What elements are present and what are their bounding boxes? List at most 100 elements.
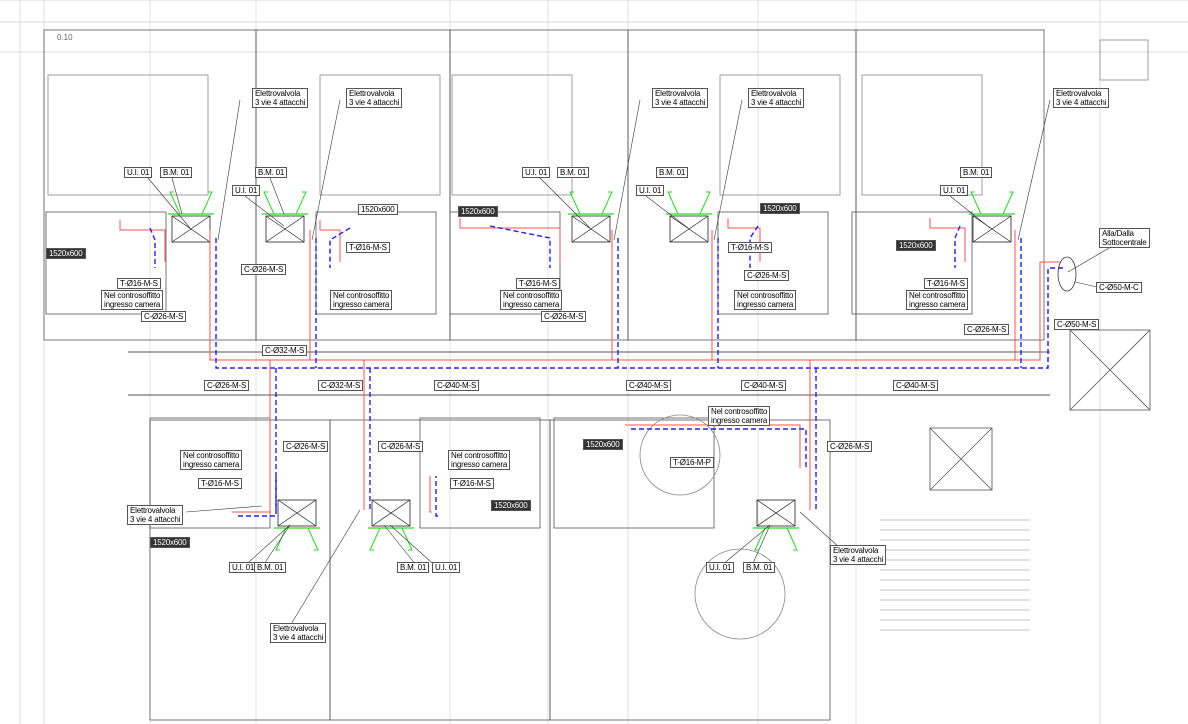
pipe-label: C-Ø26-M-S <box>204 380 250 391</box>
ceiling-note: Nel controsoffitto ingresso camera <box>906 290 969 310</box>
leader-line <box>311 99 341 241</box>
ceiling-note: Nel controsoffitto ingresso camera <box>101 290 164 310</box>
fan-coil-unit <box>669 215 709 243</box>
air-flow-arrow <box>369 527 381 551</box>
leader-line <box>269 177 285 215</box>
round-shower <box>639 414 721 496</box>
air-flow-arrow <box>307 527 319 551</box>
fan-coil-label: B.M. 01 <box>656 167 689 178</box>
leader-line <box>1017 99 1051 241</box>
radiator-branch <box>459 218 561 262</box>
air-flow-arrow <box>699 191 711 215</box>
pipe-label: C-Ø26-M-S <box>827 441 873 452</box>
valve-label: Elettrovalvola 3 vie 4 attacchi <box>830 545 887 565</box>
bed <box>451 74 573 196</box>
radiator-branch <box>119 220 166 262</box>
radiator-branch <box>429 476 432 513</box>
radiator-branch <box>319 220 341 262</box>
ceiling-note: Nel controsoffitto ingresso camera <box>330 290 393 310</box>
leader-line <box>949 195 991 229</box>
radiator-branch <box>727 218 761 262</box>
unit-x <box>669 215 709 243</box>
valve-label: Elettrovalvola 3 vie 4 attacchi <box>1053 88 1110 108</box>
air-flow-arrow <box>601 191 613 215</box>
air-flow-arrow <box>754 527 766 551</box>
fan-coil-unit <box>756 499 796 527</box>
unit-x <box>571 215 611 243</box>
indoor-unit-label: U.I. 01 <box>432 562 461 573</box>
scale-note: 0.10 <box>57 33 73 42</box>
radiator-return <box>749 225 759 268</box>
leader-line <box>799 511 841 549</box>
shaft <box>929 427 993 491</box>
ceiling-note: Nel controsoffitto ingresso camera <box>180 450 243 470</box>
leader-line <box>147 177 191 229</box>
valve-label: Elettrovalvola 3 vie 4 attacchi <box>252 88 309 108</box>
supply-main <box>209 230 1060 361</box>
round-table <box>694 548 786 640</box>
leader-line <box>713 99 743 241</box>
pipe-label: C-Ø40-M-S <box>434 380 480 391</box>
pipe-label: C-Ø26-M-S <box>141 311 187 322</box>
bathroom <box>553 417 715 529</box>
return-main <box>215 238 1064 369</box>
radiator-size-label: 1520x600 <box>491 500 531 511</box>
radiator-size-label: 1520x600 <box>760 203 800 214</box>
fan-coil-label: B.M. 01 <box>397 562 430 573</box>
radiator-return <box>435 476 438 517</box>
radiator-return <box>631 428 807 468</box>
pipe-label: C-Ø50-M-S <box>1054 319 1100 330</box>
indoor-unit-label: U.I. 01 <box>229 562 258 573</box>
unit-x <box>277 499 317 527</box>
fan-coil-label: B.M. 01 <box>557 167 590 178</box>
ceiling-note: Nel controsoffitto ingresso camera <box>734 290 797 310</box>
pipe-label: C-Ø50-M-C <box>1096 282 1142 293</box>
indoor-unit-label: U.I. 01 <box>232 185 261 196</box>
pipe-label: C-Ø26-M-S <box>241 264 287 275</box>
bathroom <box>419 417 541 529</box>
bathroom <box>449 211 561 315</box>
valve-label: Elettrovalvola 3 vie 4 attacchi <box>270 623 327 643</box>
room-outline <box>855 29 1045 341</box>
radiator-size-label: 1520x600 <box>150 537 190 548</box>
pipe-label: T-Ø16-M-S <box>516 278 560 289</box>
valve-label: Elettrovalvola 3 vie 4 attacchi <box>652 88 709 108</box>
valve-label: Elettrovalvola 3 vie 4 attacchi <box>748 88 805 108</box>
leader-line <box>645 195 689 229</box>
ceiling-note: Nel controsoffitto ingresso camera <box>448 450 511 470</box>
radiator-size-label: 1520x600 <box>896 240 936 251</box>
radiator-size-label: 1520x600 <box>358 204 398 215</box>
leader-line <box>389 524 441 571</box>
air-flow-arrow <box>275 527 287 551</box>
radiator-branch <box>625 424 801 468</box>
pipe-label: C-Ø32-M-S <box>262 345 308 356</box>
fan-coil-unit <box>265 215 305 243</box>
air-flow-arrow <box>667 191 679 215</box>
indoor-unit-label: U.I. 01 <box>124 167 153 178</box>
ceiling-note: Nel controsoffitto ingresso camera <box>500 290 563 310</box>
pipe-label: T-Ø16-M-S <box>346 242 390 253</box>
fan-coil-unit <box>277 499 317 527</box>
fan-coil-unit <box>171 215 211 243</box>
bed <box>47 74 209 196</box>
pipe-label: C-Ø26-M-S <box>378 441 424 452</box>
air-flow-arrow <box>970 191 982 215</box>
fan-coil-label: B.M. 01 <box>254 562 287 573</box>
leader-line <box>613 99 641 241</box>
leader-line <box>539 177 591 229</box>
pipe-label: T-Ø16-M-S <box>728 242 772 253</box>
radiator-size-label: 1520x600 <box>583 439 623 450</box>
air-flow-arrow <box>169 191 181 215</box>
air-flow-arrow <box>201 191 213 215</box>
pipe-label: T-Ø16-M-S <box>198 478 242 489</box>
pipe-label: C-Ø26-M-S <box>283 441 329 452</box>
bed <box>319 74 441 196</box>
fan-coil-label: B.M. 01 <box>160 167 193 178</box>
shaft-x <box>1069 329 1151 411</box>
bathroom <box>45 211 167 315</box>
leader-line <box>289 509 361 627</box>
bathroom <box>851 211 973 315</box>
pipe-label: C-Ø26-M-S <box>541 311 587 322</box>
